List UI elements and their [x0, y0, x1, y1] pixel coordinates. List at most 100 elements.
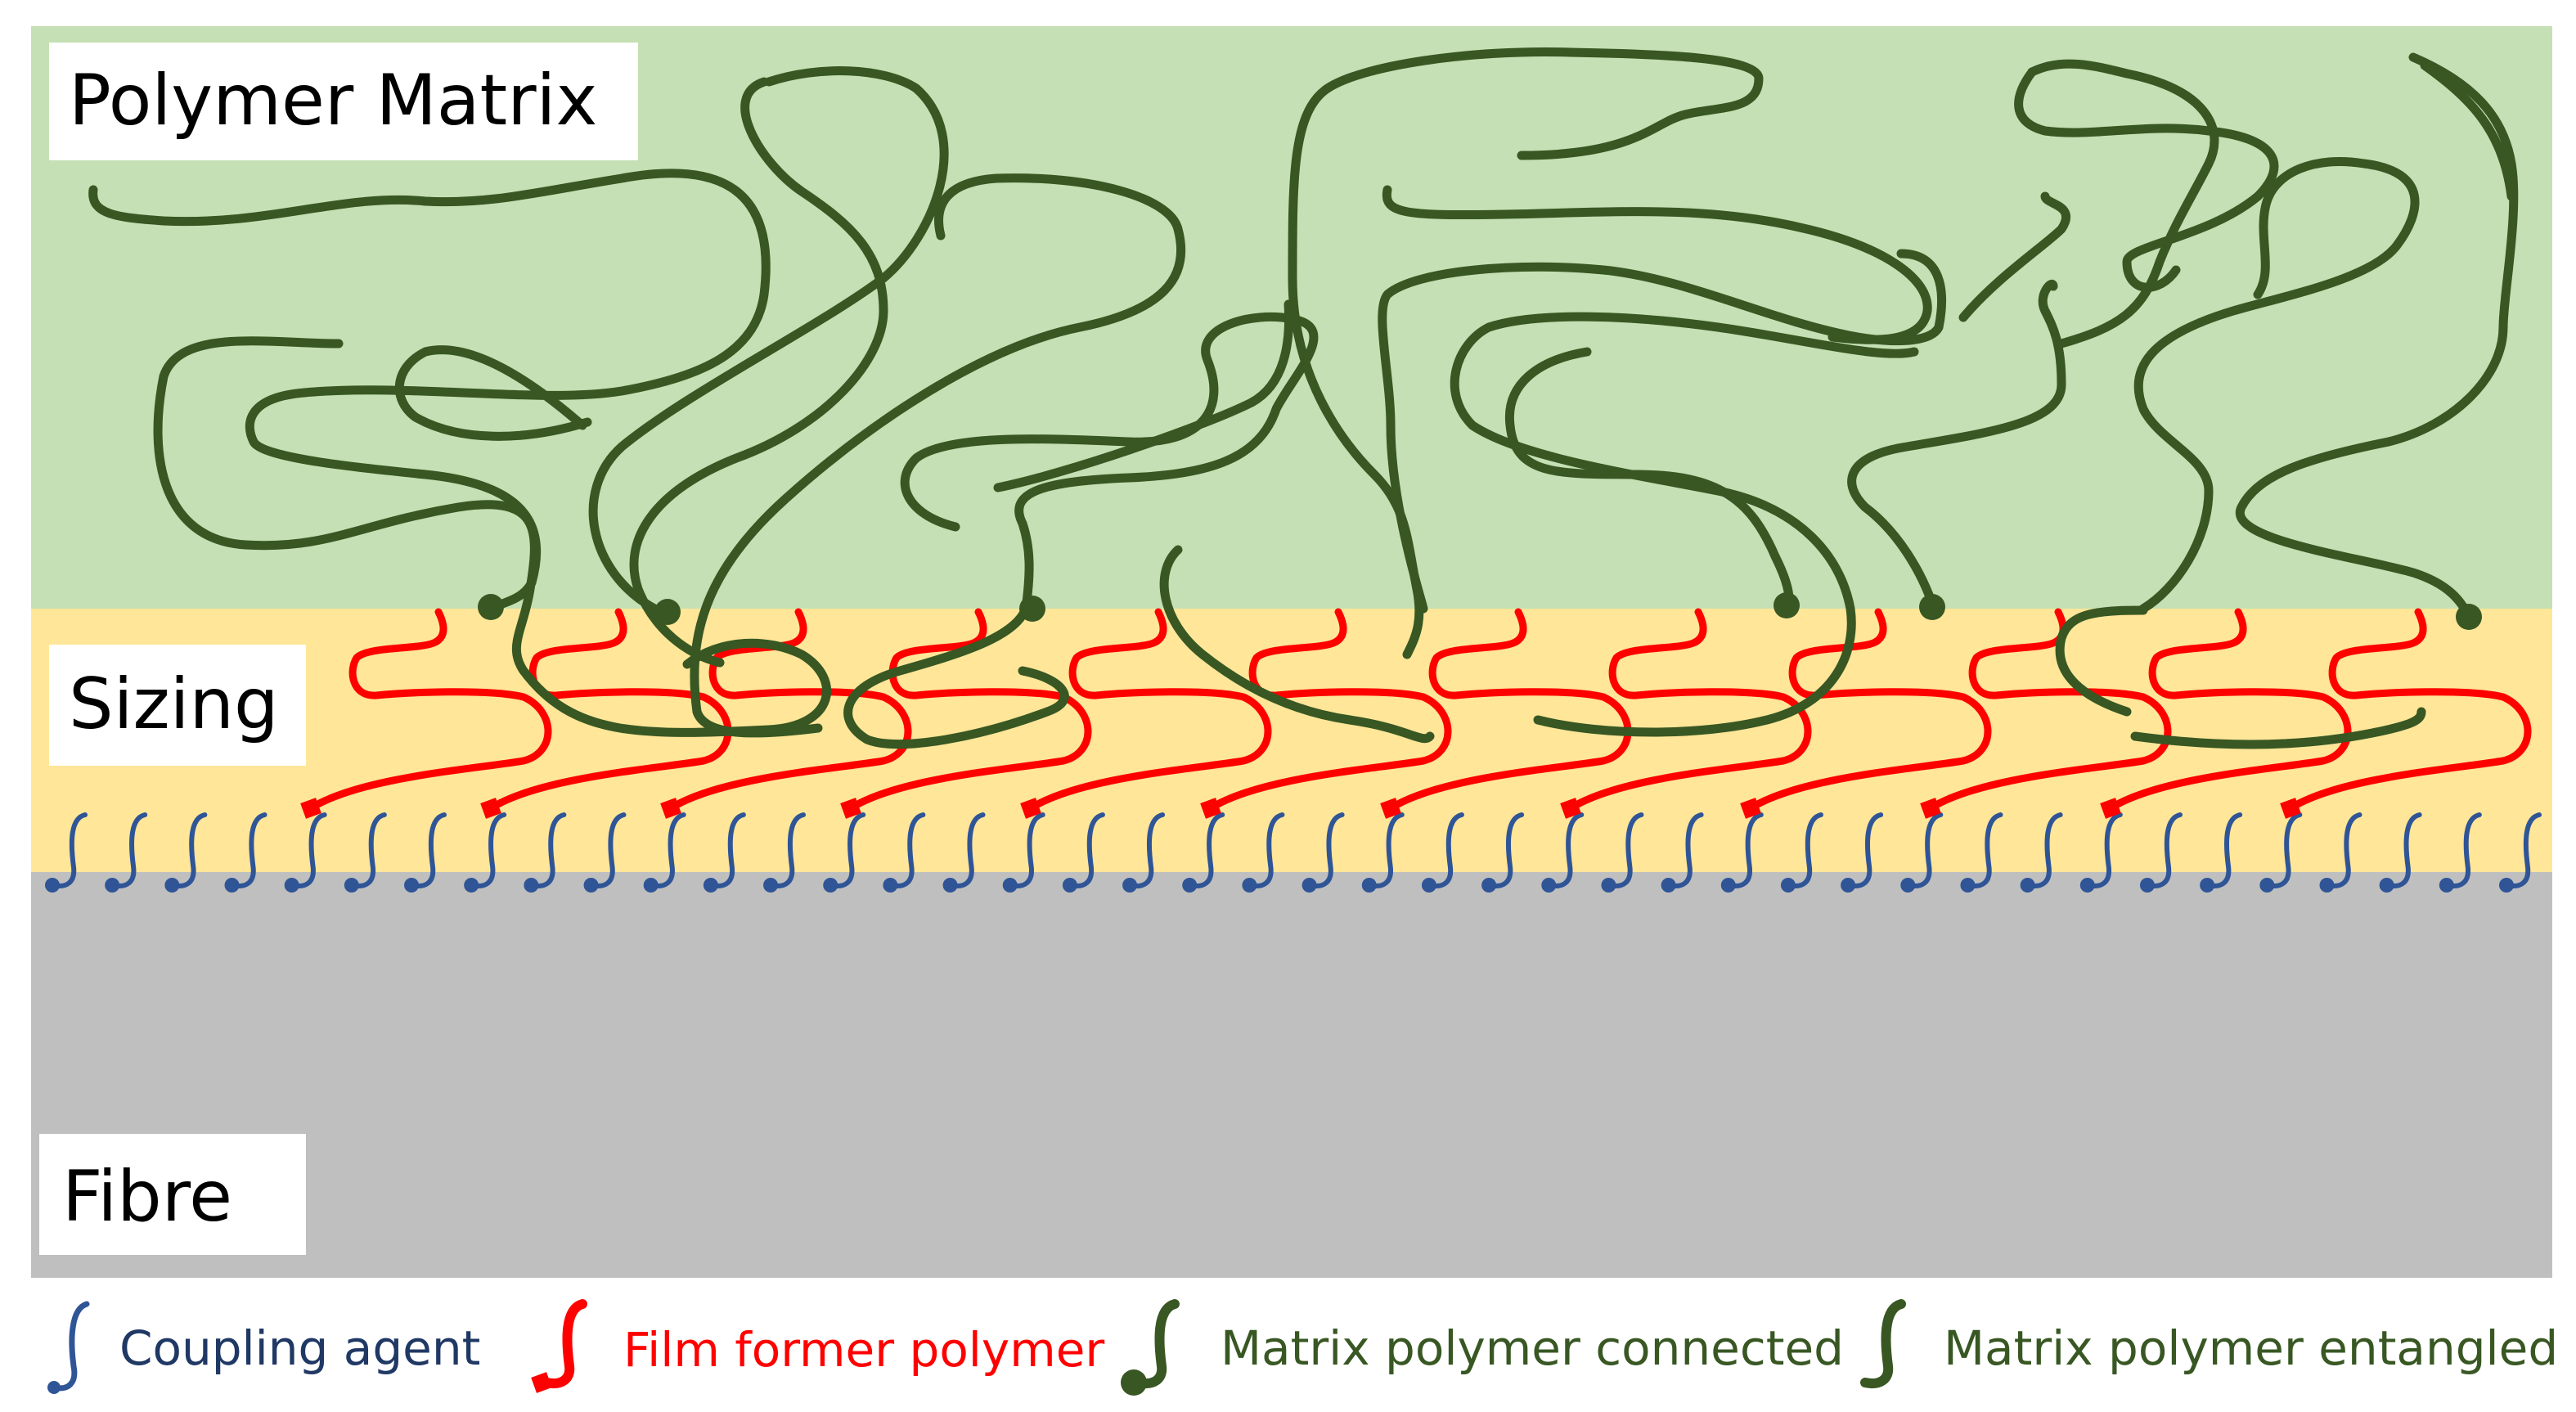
matrix-polymer-chain	[2133, 156, 2420, 614]
coupling-agent-molecule	[703, 812, 746, 893]
coupling-agent-molecule	[823, 812, 866, 893]
connection-dot	[2456, 604, 2482, 630]
coupling-agent-molecule	[404, 812, 447, 893]
legend-label-entangled: Matrix polymer entangled	[1944, 1320, 2558, 1376]
connection-dot	[1774, 592, 1800, 618]
coupling-agent-icon	[47, 1301, 90, 1394]
matrix-connected-icon	[1121, 1299, 1180, 1396]
coupling-agent-molecule	[643, 812, 686, 893]
coupling-agent-molecule	[883, 812, 926, 893]
coupling-agent-molecule	[2319, 812, 2362, 893]
film-former-molecule	[300, 608, 552, 819]
coupling-agent-molecule	[45, 812, 88, 893]
matrix-polymer-chain	[153, 336, 832, 737]
fibre-label: Fibre	[62, 1156, 232, 1238]
legend-item-entangled: Matrix polymer entangled	[1860, 1299, 2558, 1388]
matrix-polymer-chain	[588, 66, 949, 614]
film-former-molecule	[480, 608, 732, 819]
film-former-molecule	[1200, 608, 1452, 819]
coupling-agent-layer	[45, 812, 2542, 893]
matrix-label-box	[49, 43, 638, 160]
film-former-molecule	[840, 608, 1092, 819]
film-former-molecule	[1920, 608, 2172, 819]
coupling-agent-molecule	[2439, 812, 2482, 893]
coupling-agent-molecule	[1481, 812, 1525, 893]
film-former-molecule	[2100, 608, 2352, 819]
coupling-agent-molecule	[1361, 812, 1405, 893]
connection-dot	[478, 594, 504, 620]
legend-label-connected: Matrix polymer connected	[1221, 1320, 1844, 1376]
coupling-agent-molecule	[763, 812, 807, 893]
matrix-connection-points	[478, 592, 2482, 630]
coupling-agent-molecule	[344, 812, 387, 893]
coupling-agent-molecule	[2499, 812, 2542, 893]
matrix-polymer-chain	[2235, 52, 2519, 623]
legend: Coupling agent Film former polymer Matri…	[47, 1299, 2558, 1396]
matrix-polymer-chain	[1320, 47, 1764, 160]
coupling-agent-molecule	[464, 812, 507, 893]
coupling-agent-molecule	[1301, 812, 1345, 893]
coupling-agent-molecule	[2259, 812, 2303, 893]
matrix-polymer-chain	[1847, 280, 2066, 614]
fibre-region	[31, 872, 2552, 1278]
coupling-agent-molecule	[1780, 812, 1823, 893]
coupling-agent-molecule	[1122, 812, 1166, 893]
matrix-label: Polymer Matrix	[69, 60, 597, 142]
coupling-agent-molecule	[284, 812, 327, 893]
coupling-agent-molecule	[1541, 812, 1585, 893]
fibre-label-box	[39, 1134, 306, 1255]
coupling-agent-molecule	[224, 812, 267, 893]
matrix-polymer-chain	[1378, 249, 1946, 614]
coupling-agent-molecule	[2139, 812, 2183, 893]
matrix-polymer-chain	[1450, 312, 1919, 737]
matrix-polymer-chain	[88, 169, 771, 614]
film-former-molecule	[1020, 608, 1272, 819]
coupling-agent-molecule	[1720, 812, 1764, 893]
matrix-polymer-layer	[88, 47, 2519, 749]
legend-label-coupling: Coupling agent	[119, 1320, 480, 1376]
coupling-agent-molecule	[164, 812, 208, 893]
coupling-agent-molecule	[1062, 812, 1105, 893]
coupling-agent-molecule	[1841, 812, 1884, 893]
legend-label-film: Film former polymer	[623, 1322, 1104, 1378]
legend-item-film: Film former polymer	[531, 1299, 1104, 1393]
coupling-agent-molecule	[2079, 812, 2123, 893]
film-former-layer	[300, 608, 2532, 819]
coupling-agent-molecule	[1900, 812, 1944, 893]
coupling-agent-molecule	[2020, 812, 2063, 893]
sizing-region	[31, 609, 2552, 872]
matrix-polymer-chain	[1159, 545, 1435, 744]
coupling-agent-molecule	[1661, 812, 1704, 893]
matrix-polymer-chain	[690, 173, 1186, 738]
matrix-entangled-icon	[1860, 1299, 1906, 1388]
matrix-polymer-chain	[629, 77, 888, 668]
legend-item-coupling: Coupling agent	[47, 1301, 480, 1394]
matrix-polymer-chain	[394, 345, 592, 441]
coupling-agent-molecule	[2200, 812, 2243, 893]
connection-dot	[654, 599, 681, 625]
coupling-agent-molecule	[1421, 812, 1464, 893]
coupling-agent-molecule	[1242, 812, 1285, 893]
coupling-agent-molecule	[1601, 812, 1644, 893]
coupling-agent-molecule	[1002, 812, 1045, 893]
coupling-agent-molecule	[1182, 812, 1225, 893]
matrix-polymer-chain	[2130, 707, 2426, 749]
matrix-polymer-chain	[2055, 605, 2148, 717]
coupling-agent-molecule	[942, 812, 986, 893]
coupling-agent-molecule	[583, 812, 627, 893]
legend-item-connected: Matrix polymer connected	[1121, 1299, 1844, 1396]
coupling-agent-molecule	[2379, 812, 2422, 893]
matrix-polymer-chain	[993, 299, 1294, 492]
matrix-polymer-chain	[1958, 191, 2070, 322]
matrix-polymer-chain	[2014, 67, 2279, 292]
matrix-polymer-chain	[1382, 185, 1932, 344]
matrix-polymer-chain	[2420, 61, 2516, 201]
film-former-molecule	[2280, 608, 2532, 819]
film-former-molecule	[1560, 608, 1812, 819]
film-former-icon	[531, 1299, 587, 1393]
sizing-label: Sizing	[69, 663, 279, 745]
coupling-agent-molecule	[1960, 812, 2003, 893]
sizing-label-box	[49, 645, 306, 766]
film-former-molecule	[1740, 608, 1992, 819]
